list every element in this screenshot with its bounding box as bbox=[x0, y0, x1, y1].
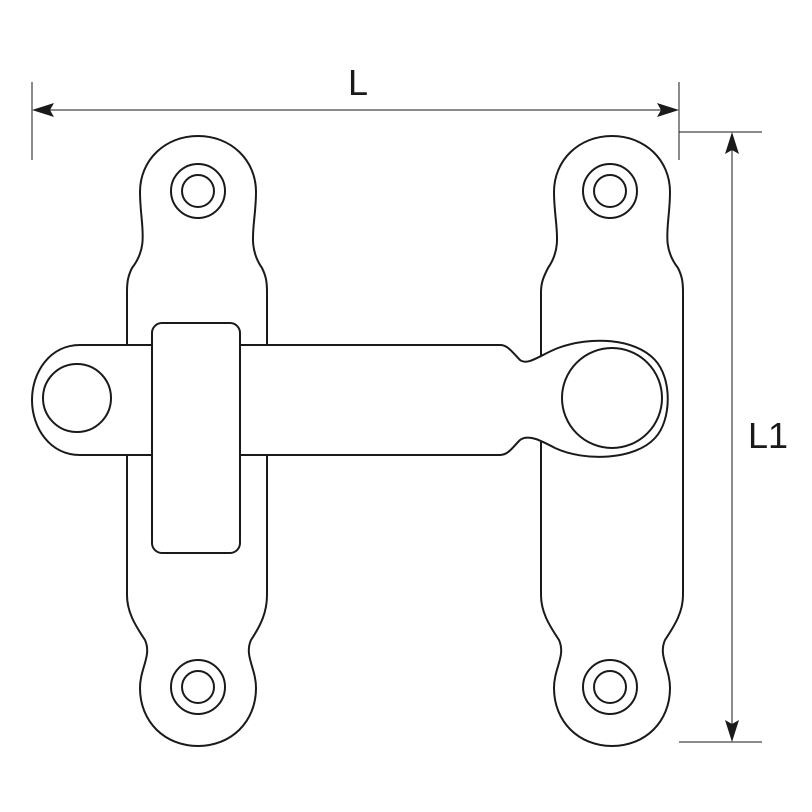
dimension-height: L1 bbox=[679, 131, 788, 743]
arrow-right-icon bbox=[657, 103, 679, 117]
dimension-label-height: L1 bbox=[748, 415, 788, 456]
arrow-left-icon bbox=[32, 103, 54, 117]
bolt-hole-right bbox=[561, 347, 663, 449]
screw-hole-top-right-inner bbox=[593, 174, 627, 208]
latch-bolt-bar bbox=[31, 339, 669, 458]
arrow-down-icon bbox=[725, 720, 739, 742]
bolt-hole-left bbox=[42, 363, 112, 433]
screw-hole-top-left-inner bbox=[181, 174, 215, 208]
bolt-keeper-block bbox=[151, 322, 241, 554]
arrow-up-icon bbox=[725, 132, 739, 154]
dimension-width: L bbox=[31, 62, 680, 160]
screw-hole-bottom-left-inner bbox=[181, 670, 215, 704]
screw-hole-bottom-right-inner bbox=[593, 670, 627, 704]
dimension-label-width: L bbox=[348, 62, 368, 103]
